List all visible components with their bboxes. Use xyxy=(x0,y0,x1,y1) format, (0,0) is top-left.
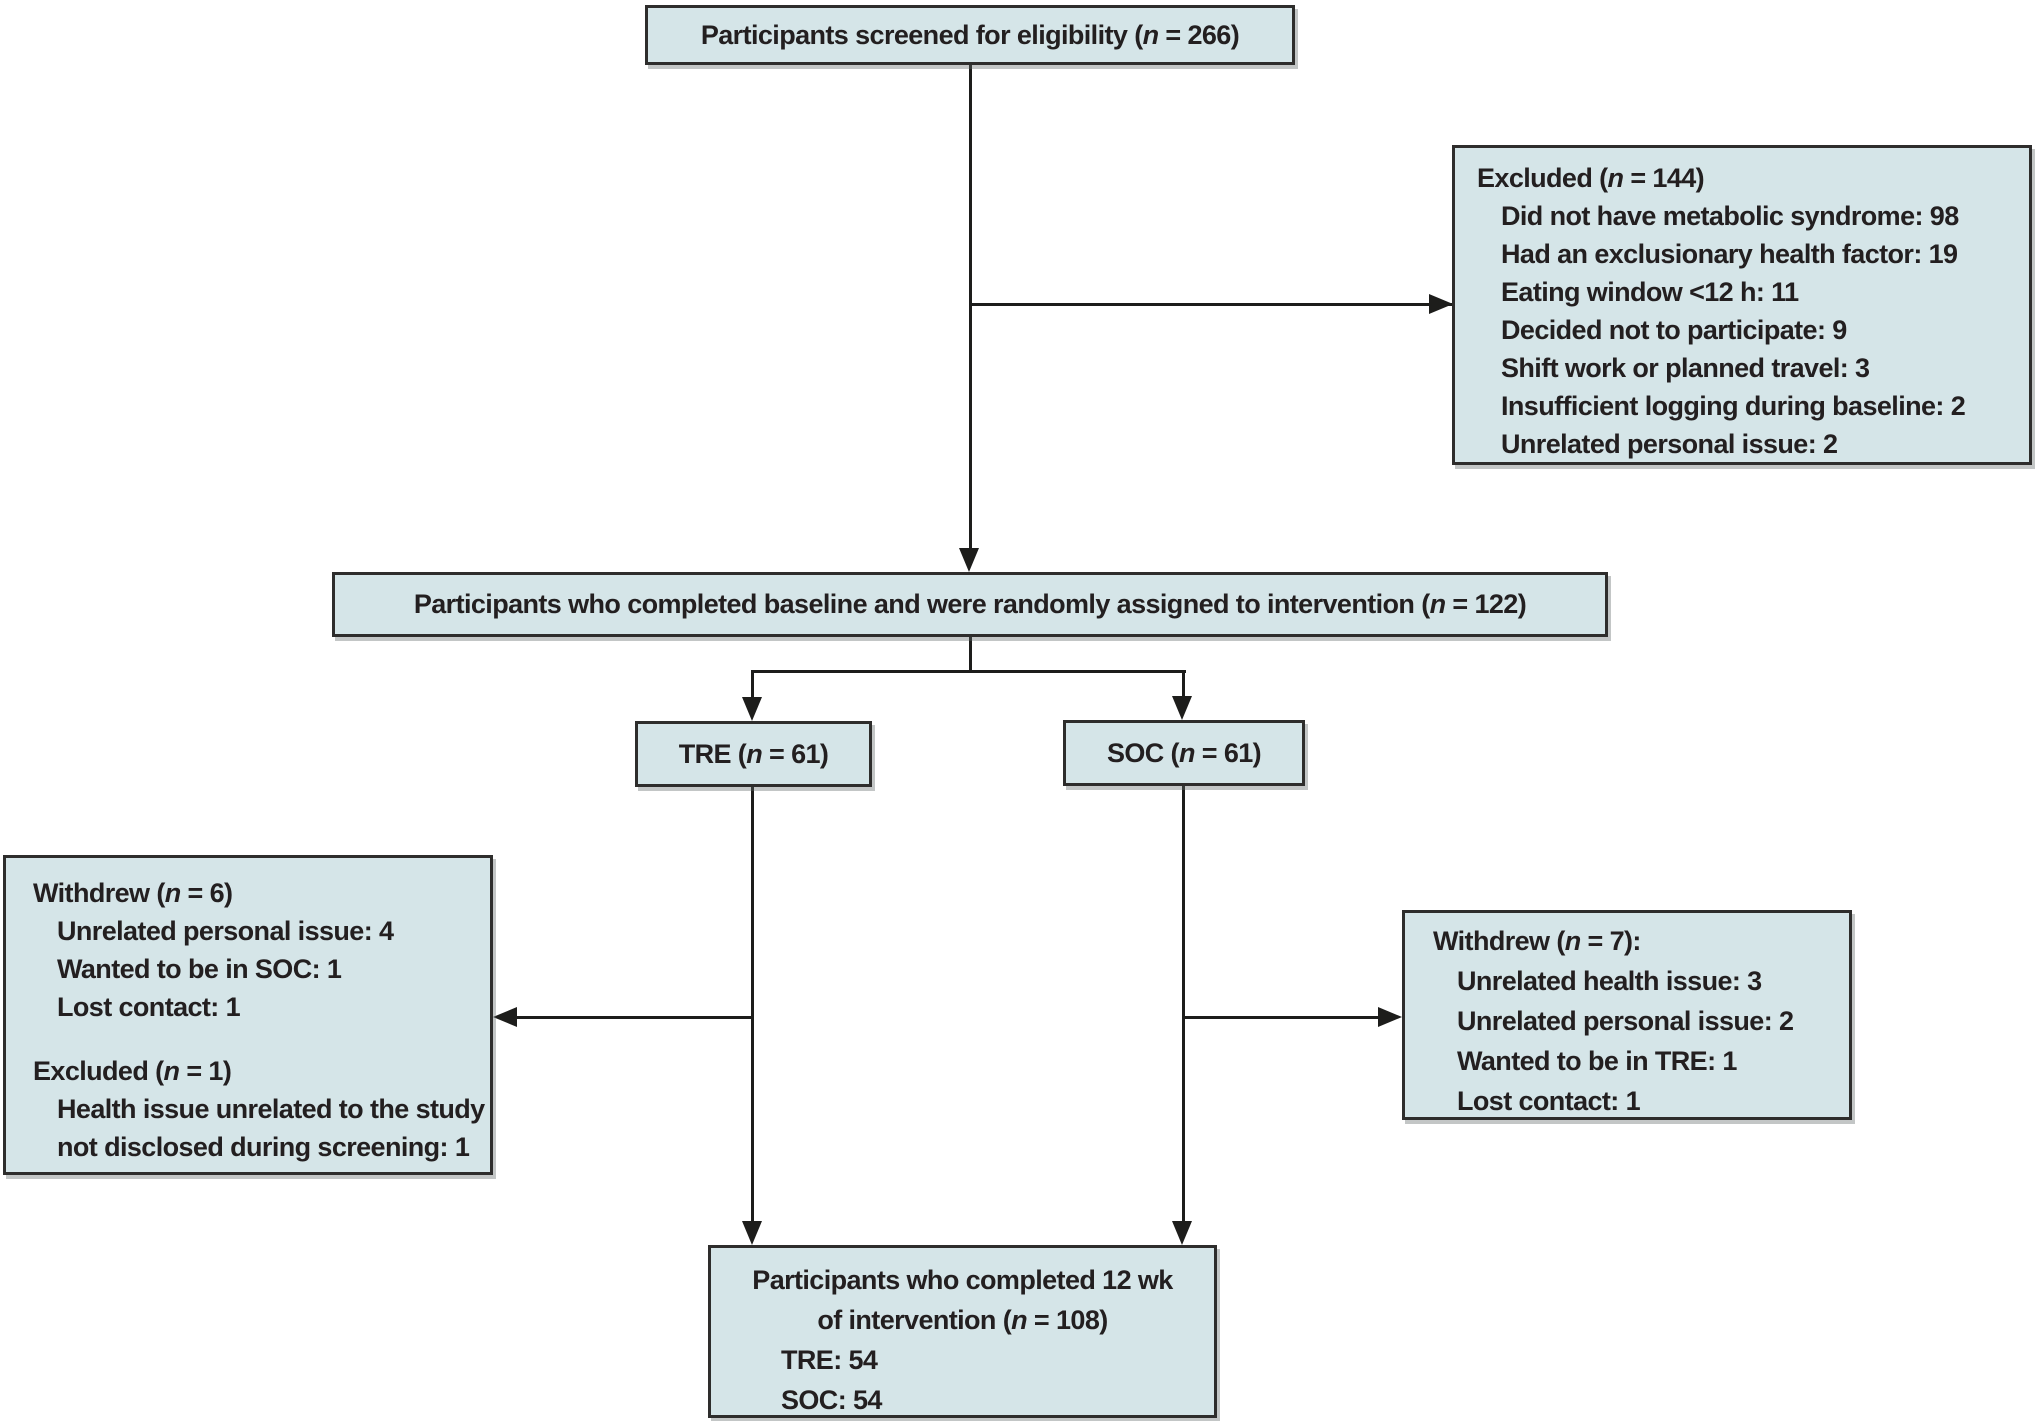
connector-branch-to-soc xyxy=(1182,670,1185,699)
box-screened: Participants screened for eligibility (n… xyxy=(645,5,1295,65)
connector-to-excluded-screening xyxy=(970,303,1452,306)
tre-excluded-reason: Health issue unrelated to the study xyxy=(57,1094,485,1124)
arrowhead-into-soc-withdrawn xyxy=(1378,1007,1402,1027)
tre-withdrew-title: Withdrew (n = 6) xyxy=(33,878,233,908)
connector-soc-to-withdrawn xyxy=(1185,1016,1381,1019)
arrowhead-into-tre xyxy=(742,697,762,721)
box-tre-withdrawn: Withdrew (n = 6) Unrelated personal issu… xyxy=(3,855,493,1175)
blank-line xyxy=(33,1026,482,1052)
arrowhead-into-randomized xyxy=(959,548,979,572)
soc-withdrew-reason: Unrelated health issue: 3 xyxy=(1457,966,1762,996)
tre-withdrew-reason: Wanted to be in SOC: 1 xyxy=(57,954,342,984)
connector-tre-to-withdrawn xyxy=(517,1016,753,1019)
arrowhead-into-completed-right xyxy=(1172,1221,1192,1245)
completed-tre-count: TRE: 54 xyxy=(781,1345,878,1375)
arrowhead-into-soc xyxy=(1172,696,1192,720)
tre-withdrew-reason: Lost contact: 1 xyxy=(57,992,241,1022)
screened-label: Participants screened for eligibility (n… xyxy=(700,19,1240,50)
box-soc-withdrawn: Withdrew (n = 7): Unrelated health issue… xyxy=(1402,910,1852,1120)
arrowhead-into-excluded-screening xyxy=(1429,294,1453,314)
excluded-reason: Did not have metabolic syndrome: 98 xyxy=(1501,201,1959,231)
connector-branch-bar xyxy=(752,670,1186,673)
connector-soc-to-completed xyxy=(1182,786,1185,1223)
connector-randomized-stem xyxy=(969,637,972,673)
randomized-label: Participants who completed baseline and … xyxy=(413,589,1527,619)
soc-withdrew-reason: Unrelated personal issue: 2 xyxy=(1457,1006,1794,1036)
completed-title-line1: Participants who completed 12 wk xyxy=(752,1265,1173,1295)
box-randomized: Participants who completed baseline and … xyxy=(332,572,1608,637)
box-completed: Participants who completed 12 wk of inte… xyxy=(708,1245,1217,1418)
soc-withdrew-reason: Wanted to be in TRE: 1 xyxy=(1457,1046,1737,1076)
connector-tre-to-completed xyxy=(751,787,754,1223)
excluded-reason: Shift work or planned travel: 3 xyxy=(1501,353,1870,383)
soc-withdrew-reason: Lost contact: 1 xyxy=(1457,1086,1641,1116)
completed-soc-count: SOC: 54 xyxy=(781,1385,882,1415)
connector-branch-to-tre xyxy=(751,670,754,700)
excluded-reason: Had an exclusionary health factor: 19 xyxy=(1501,239,1958,269)
soc-withdrew-title: Withdrew (n = 7): xyxy=(1433,926,1641,956)
tre-withdrew-reason: Unrelated personal issue: 4 xyxy=(57,916,394,946)
arrowhead-into-tre-withdrawn xyxy=(493,1007,517,1027)
tre-arm-label: TRE (n = 61) xyxy=(678,738,829,769)
excluded-reason: Insufficient logging during baseline: 2 xyxy=(1501,391,1966,421)
excluded-reason: Eating window <12 h: 11 xyxy=(1501,277,1799,307)
box-excluded-screening: Excluded (n = 144) Did not have metaboli… xyxy=(1452,145,2032,465)
box-tre-arm: TRE (n = 61) xyxy=(635,721,872,787)
excluded-reason: Unrelated personal issue: 2 xyxy=(1501,429,1838,459)
soc-arm-label: SOC (n = 61) xyxy=(1106,737,1262,768)
box-soc-arm: SOC (n = 61) xyxy=(1063,720,1305,786)
connector-screened-to-randomized xyxy=(969,65,972,550)
completed-title-line2: of intervention (n = 108) xyxy=(817,1305,1108,1335)
tre-excluded-title: Excluded (n = 1) xyxy=(33,1056,232,1086)
tre-excluded-reason-cont: not disclosed during screening: 1 xyxy=(57,1132,470,1162)
arrowhead-into-completed-left xyxy=(742,1221,762,1245)
excluded-screening-title: Excluded (n = 144) xyxy=(1477,163,1705,193)
excluded-reason: Decided not to participate: 9 xyxy=(1501,315,1847,345)
